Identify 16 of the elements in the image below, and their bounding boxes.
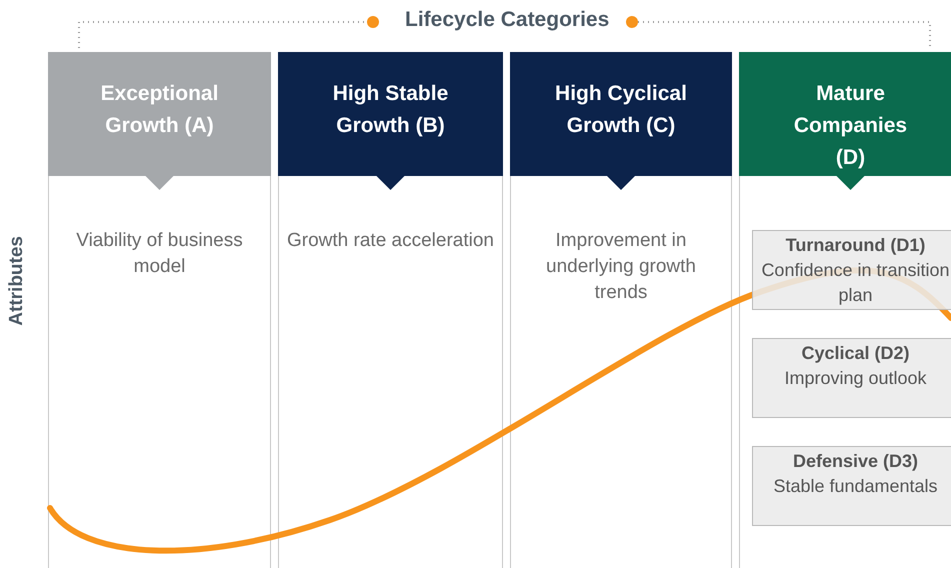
column-panel bbox=[278, 52, 503, 568]
axis-label: Attributes bbox=[6, 236, 28, 326]
column-panel bbox=[510, 52, 732, 568]
subcategory-box: Defensive (D3) Stable fundamentals bbox=[752, 446, 951, 526]
category-header: Mature Companies (D) bbox=[739, 52, 951, 190]
heading: Lifecycle Categories bbox=[405, 8, 610, 32]
subcategory-box: Cyclical (D2) Improving outlook bbox=[752, 338, 951, 418]
category-header: High Cyclical Growth (C) bbox=[510, 52, 732, 190]
category-header: High Stable Growth (B) bbox=[278, 52, 503, 190]
column-panel bbox=[48, 52, 271, 568]
attribute-text: Improvement in underlying growth trends bbox=[545, 229, 697, 305]
subcategory-box: Turnaround (D1) Confidence in transition plan bbox=[752, 230, 951, 310]
attribute-text: Growth rate acceleration bbox=[287, 229, 494, 253]
attribute-text: Viability of business model bbox=[75, 229, 244, 279]
category-header: Exceptional Growth (A) bbox=[48, 52, 271, 190]
column-panel bbox=[739, 52, 951, 568]
